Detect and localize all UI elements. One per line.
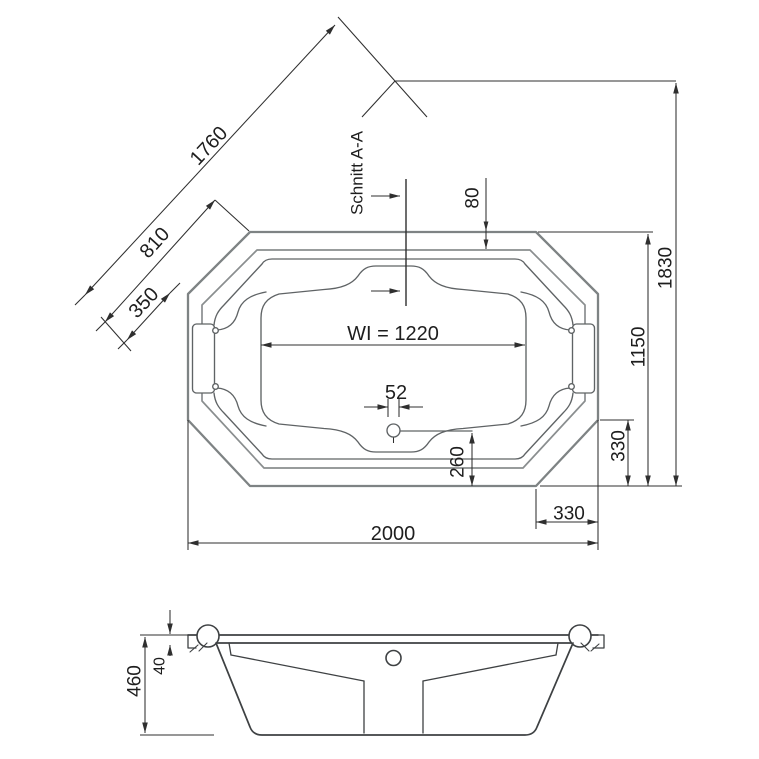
handle-connector-top-right [520, 291, 571, 331]
section-right-roll-circle [568, 624, 592, 648]
dim-label-810: 810 [136, 223, 175, 263]
dim-label-wi1220: WI = 1220 [347, 323, 439, 345]
left-handle-notch-top [212, 327, 219, 334]
section-rim-end-right [592, 634, 605, 649]
dim-label-330-horizontal: 330 [553, 504, 585, 525]
dim-label-80: 80 [463, 187, 484, 208]
dim-label-1760: 1760 [186, 122, 232, 170]
right-handle [571, 323, 596, 394]
section-inner-wall-left [228, 642, 232, 656]
dim-80-arrow-upper [483, 221, 489, 231]
section-view: 460 40 [125, 610, 605, 736]
dim-label-40: 40 [152, 657, 169, 675]
section-left-roll-circle [196, 624, 220, 648]
section-seat-ledge-left [230, 654, 365, 682]
dim-label-52: 52 [385, 382, 407, 404]
deck-contour-top [213, 258, 574, 326]
dim-1760-tick [74, 294, 86, 306]
section-rim-end-left [187, 634, 197, 649]
dim-line-350 [126, 292, 171, 341]
section-overflow-circle [385, 649, 402, 667]
section-right-hatch-tick [580, 642, 590, 652]
dim-line-810 [104, 199, 216, 323]
drain-circle [386, 423, 401, 438]
dim-label-260: 260 [448, 446, 469, 478]
left-handle-notch-bottom [212, 383, 219, 390]
dim-350-tick-bottom [117, 339, 128, 350]
basin-outline [260, 265, 527, 453]
dim-label-1150: 1150 [629, 327, 650, 368]
section-inner-wall-right [555, 642, 559, 656]
section-rim-end-right-tick [590, 643, 600, 652]
left-handle [191, 323, 216, 394]
corner-diagonal-extension [337, 16, 428, 118]
right-handle-notch-bottom [568, 383, 575, 390]
section-seat-ledge-right [422, 654, 557, 682]
section-left-hatch-tick [198, 642, 208, 652]
dim-810-extension [214, 199, 250, 232]
section-mark-label: Schnitt A-A [348, 130, 367, 215]
section-rim-end-left-tick [189, 644, 199, 653]
section-tub-body [215, 642, 574, 736]
dim-810-tick [95, 321, 106, 332]
dim-350-tick-top [169, 282, 181, 294]
dim-label-2000: 2000 [371, 523, 416, 545]
dim-label-460: 460 [125, 665, 146, 697]
handle-connector-bottom-right [520, 387, 571, 427]
right-handle-notch-top [568, 327, 575, 334]
dim-350-extension [100, 316, 132, 352]
dim-80-arrow-lower [483, 239, 489, 249]
tub-outer-octagon [186, 230, 600, 488]
dim-label-1830: 1830 [656, 247, 677, 289]
dim-label-330-vertical: 330 [609, 430, 630, 462]
plan-view [186, 230, 600, 488]
corner-mark-left-wing [361, 80, 396, 118]
dim-label-350: 350 [125, 283, 164, 322]
handle-connector-bottom-left [216, 387, 267, 427]
handle-connector-top-left [216, 291, 267, 331]
construction-lines: Schnitt A-A [337, 16, 676, 306]
deck-contour-bottom [213, 392, 574, 460]
